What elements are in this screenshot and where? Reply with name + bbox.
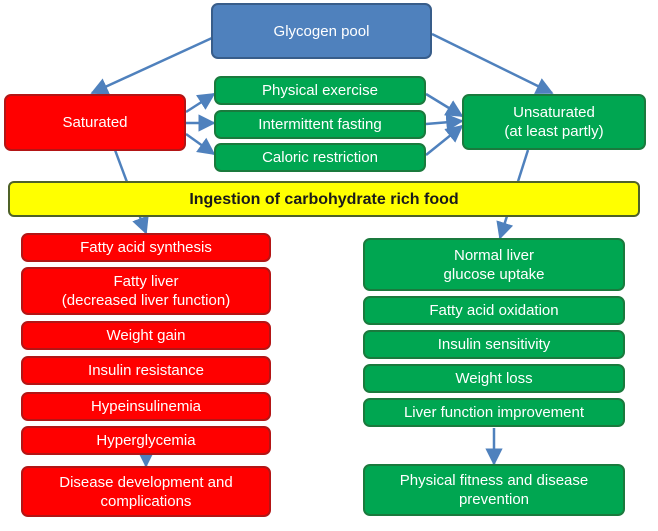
outcome-liver-function-improvement: Liver function improvement: [363, 398, 625, 427]
outcome-fatty-acid-oxidation: Fatty acid oxidation: [363, 296, 625, 325]
outcome-label: Weight loss: [455, 370, 533, 387]
outcome-normal-liver-glucose-uptake: Normal liver glucose uptake: [363, 238, 625, 291]
intervention-label: Physical exercise: [262, 82, 378, 99]
intervention-label: Intermittent fasting: [258, 116, 382, 133]
arrow-fasting-to-unsaturated: [425, 113, 464, 132]
outcome-fatty-liver: Fatty liver (decreased liver function): [21, 267, 271, 315]
outcome-label: Insulin resistance: [88, 362, 204, 379]
outcome-label: Hyperglycemia: [96, 432, 196, 449]
intervention-caloric-restriction: Caloric restriction: [214, 143, 426, 172]
outcome-fatty-acid-synthesis: Fatty acid synthesis: [21, 233, 271, 262]
outcome-label: Hypeinsulinemia: [90, 398, 202, 415]
unsaturated-label: Unsaturated (at least partly): [504, 104, 604, 140]
arrow-exercise-to-unsaturated: [425, 92, 464, 118]
arrow-saturated-to-restriction: [185, 132, 216, 156]
unsaturated-box: Unsaturated (at least partly): [462, 94, 646, 150]
outcome-disease-development: Disease development and complications: [21, 466, 271, 517]
outcome-insulin-sensitivity: Insulin sensitivity: [363, 330, 625, 359]
outcome-hyperinsulinemia: Hypeinsulinemia: [21, 392, 271, 421]
intervention-intermittent-fasting: Intermittent fasting: [214, 110, 426, 139]
outcome-weight-loss: Weight loss: [363, 364, 625, 393]
outcome-label: Fatty acid synthesis: [80, 239, 212, 256]
arrow-glycogen-to-unsaturated: [431, 32, 554, 95]
saturated-label: Saturated: [62, 114, 128, 131]
outcome-weight-gain: Weight gain: [21, 321, 271, 350]
outcome-label: Fatty acid oxidation: [429, 302, 559, 319]
glycogen-pool-box: Glycogen pool: [211, 3, 432, 59]
banner-label: Ingestion of carbohydrate rich food: [189, 190, 459, 208]
outcome-label: Physical fitness and disease prevention: [399, 472, 589, 508]
intervention-physical-exercise: Physical exercise: [214, 76, 426, 105]
saturated-box: Saturated: [4, 94, 186, 151]
outcome-physical-fitness: Physical fitness and disease prevention: [363, 464, 625, 516]
arrow-restriction-to-unsaturated: [425, 124, 464, 156]
outcome-label: Insulin sensitivity: [437, 336, 551, 353]
intervention-label: Caloric restriction: [262, 149, 378, 166]
glycogen-pool-label: Glycogen pool: [273, 22, 370, 40]
outcome-insulin-resistance: Insulin resistance: [21, 356, 271, 385]
outcome-label: Normal liver glucose uptake: [443, 246, 545, 283]
carbohydrate-ingestion-banner: Ingestion of carbohydrate rich food: [8, 181, 640, 217]
outcome-hyperglycemia: Hyperglycemia: [21, 426, 271, 455]
outcome-label: Weight gain: [106, 327, 186, 344]
outcome-label: Fatty liver (decreased liver function): [61, 273, 231, 309]
arrow-glycogen-to-saturated: [90, 36, 213, 95]
outcome-label: Disease development and complications: [59, 473, 233, 510]
outcome-label: Liver function improvement: [403, 404, 585, 421]
arrow-saturated-to-exercise: [185, 92, 216, 114]
